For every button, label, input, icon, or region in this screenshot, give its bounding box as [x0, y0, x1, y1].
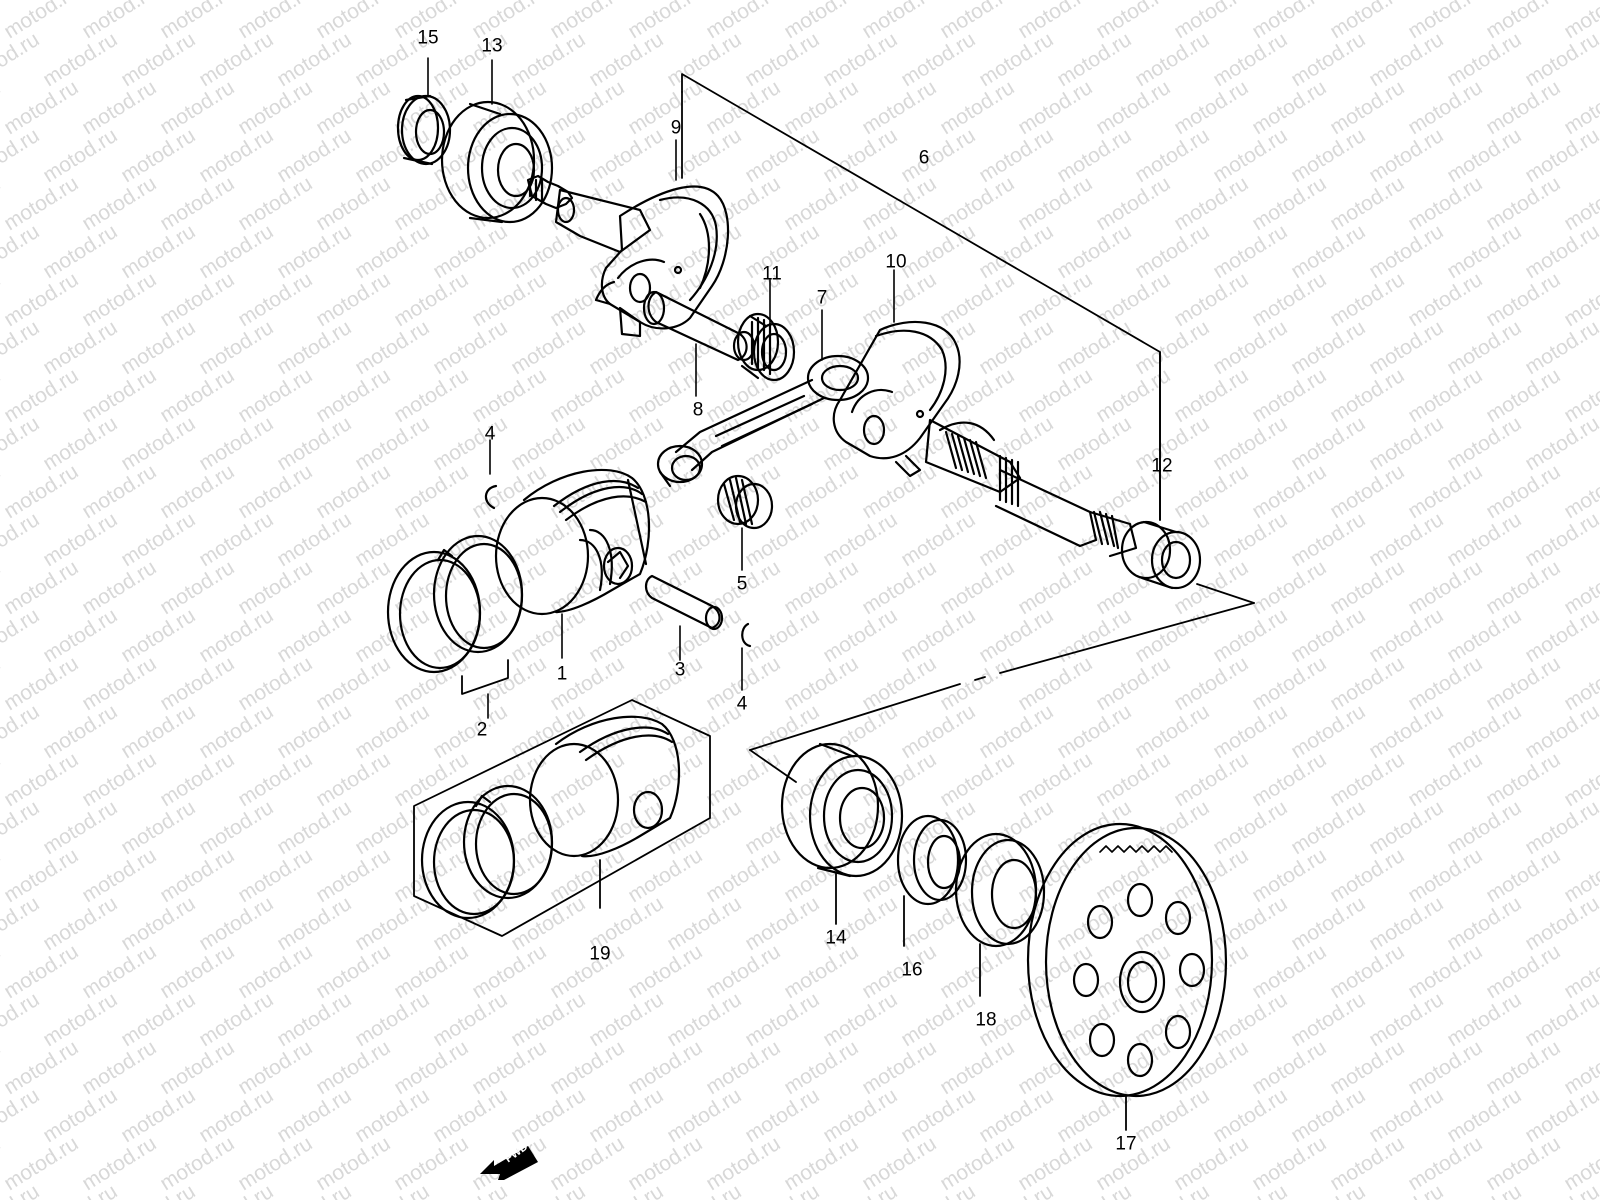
part-label-7: 7 [816, 287, 828, 309]
part-label-9: 9 [670, 117, 682, 139]
bracket-lines [681, 73, 1255, 783]
piston-rings-2 [386, 534, 524, 695]
part-label-2: 2 [476, 719, 488, 741]
part-label-4-upper: 4 [484, 423, 496, 445]
piston-kit-19 [413, 699, 711, 937]
clip-4-upper [484, 484, 498, 510]
crank-half-9 [526, 174, 756, 362]
piston-1 [494, 468, 651, 616]
part-label-16: 16 [901, 959, 923, 981]
part-label-3: 3 [674, 659, 686, 681]
part-label-5: 5 [736, 573, 748, 595]
part-label-15: 15 [417, 27, 439, 49]
part-label-8: 8 [692, 399, 704, 421]
crank-half-10 [832, 320, 1138, 558]
primary-gear-17 [1026, 822, 1228, 1131]
bearing-13 [440, 100, 554, 224]
part-label-19: 19 [589, 943, 611, 965]
part-label-14: 14 [825, 927, 847, 949]
bearing-14 [780, 742, 904, 925]
oil-seal-18 [954, 832, 1046, 997]
part-label-12: 12 [1151, 455, 1173, 477]
part-label-13: 13 [481, 35, 503, 57]
part-label-18: 18 [975, 1009, 997, 1031]
part-label-4-lower: 4 [736, 693, 748, 715]
part-label-17: 17 [1115, 1133, 1137, 1155]
bushing-12 [1120, 520, 1202, 590]
part-label-1: 1 [556, 663, 568, 685]
part-label-10: 10 [885, 251, 907, 273]
forward-arrow-icon [480, 1146, 538, 1180]
clip-4-lower [741, 622, 752, 648]
part-label-6: 6 [918, 147, 930, 169]
leader-lines [427, 57, 895, 719]
small-end-bearing-5 [716, 474, 774, 530]
part-label-11: 11 [762, 263, 782, 285]
needle-bearing-11 [736, 312, 796, 382]
oil-seal-16 [896, 814, 968, 947]
connecting-rod-7 [656, 354, 870, 488]
wrist-pin-3 [644, 574, 724, 631]
oil-seal-15 [396, 94, 452, 166]
